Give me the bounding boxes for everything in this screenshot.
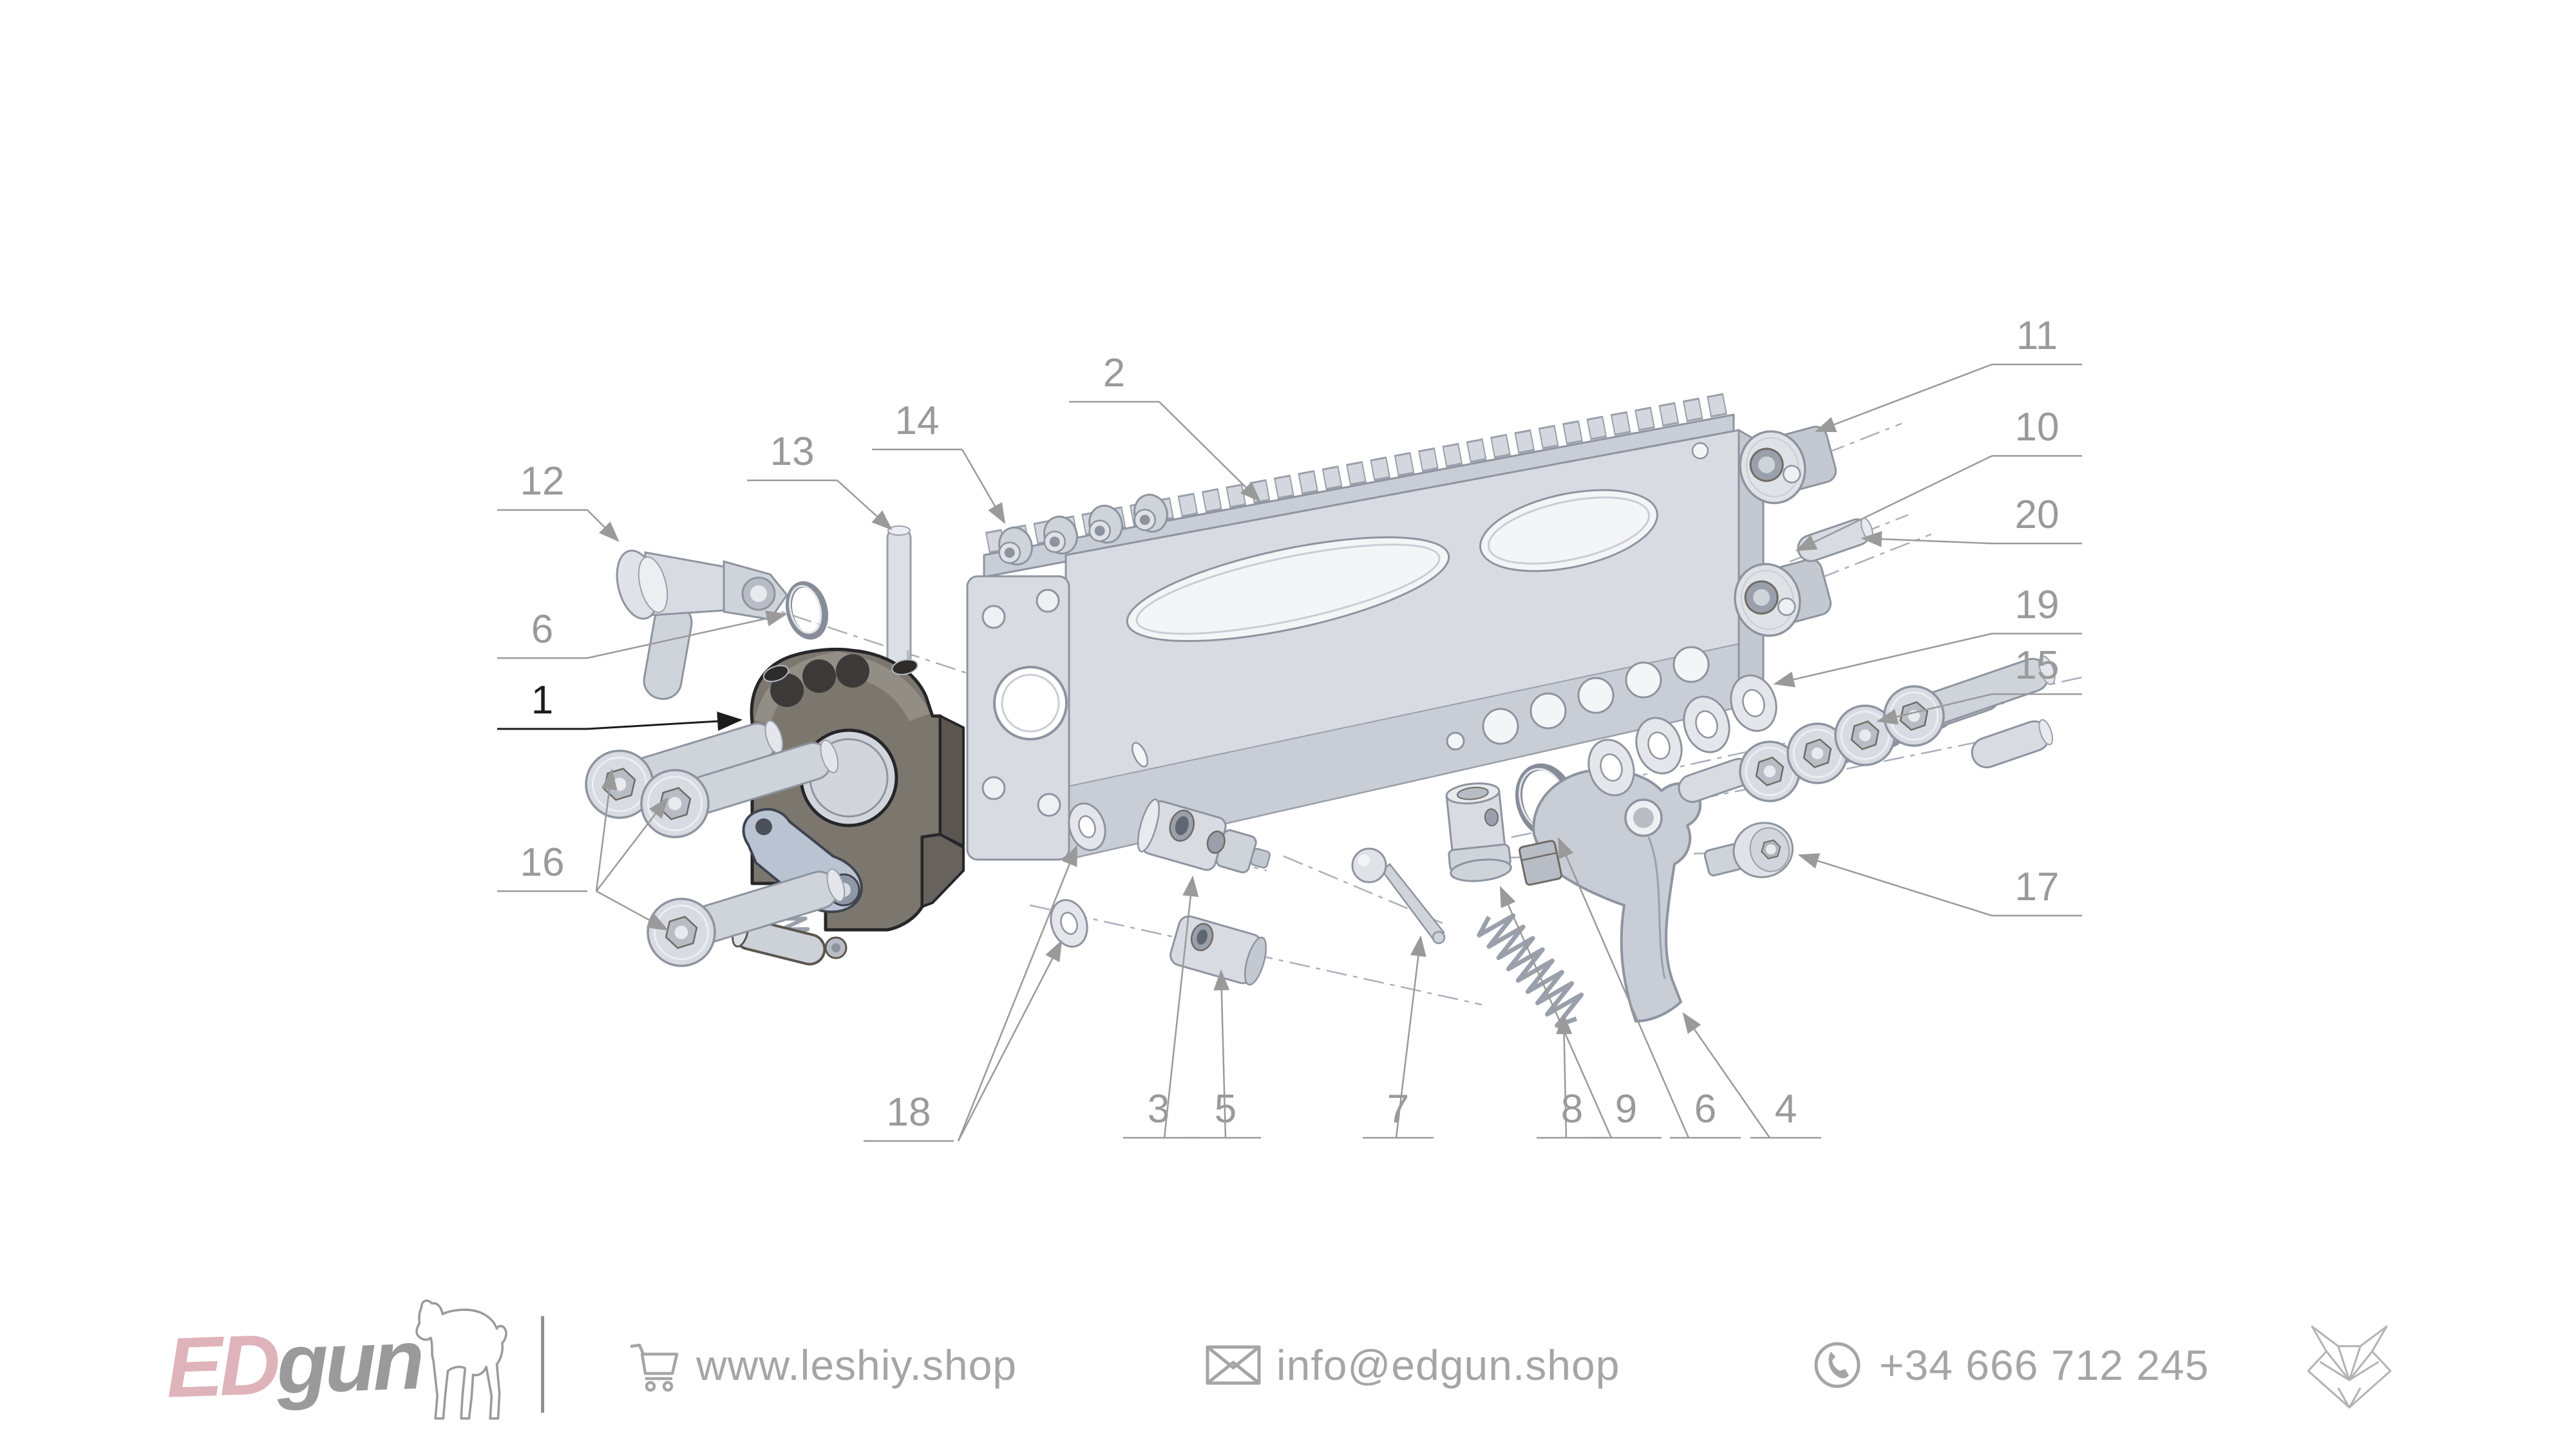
- part-number-label: 7: [1387, 1087, 1409, 1131]
- callout-3: 3: [1123, 875, 1199, 1139]
- logo-gun: gun: [274, 1312, 422, 1411]
- part-number-label: 6: [1694, 1087, 1716, 1131]
- callout-8: 8: [1537, 1013, 1607, 1139]
- footer-email[interactable]: info@edgun.shop: [1206, 1336, 1620, 1394]
- callout-1: 1: [497, 678, 743, 731]
- envelope-icon: [1206, 1345, 1261, 1385]
- callout-12: 12: [497, 459, 620, 542]
- edgun-logo: EDgun: [165, 1299, 508, 1421]
- callout-9: 9: [1499, 885, 1662, 1139]
- footer-website[interactable]: www.leshiy.shop: [628, 1336, 1017, 1394]
- callout-19: 19: [1773, 583, 2082, 688]
- button-14-d: [1133, 493, 1168, 533]
- part-number-label: 11: [2016, 314, 2058, 358]
- callout-13: 13: [747, 429, 893, 531]
- washer-19-b: [1635, 717, 1683, 775]
- callout-2: 2: [1069, 351, 1261, 502]
- part-guide-cylinder-9: [1445, 782, 1512, 882]
- part-number-label: 1: [531, 678, 553, 722]
- screw-15-d: [1883, 655, 2056, 747]
- part-button-screw-17: [1703, 822, 1794, 878]
- part-ball-rod-7: [1351, 847, 1446, 945]
- phone-text: +34 666 712 245: [1879, 1341, 2210, 1389]
- washer-19-d: [1730, 674, 1777, 732]
- part-number-label: 20: [2015, 493, 2060, 537]
- callout-5: 5: [1190, 969, 1261, 1139]
- footer-phone[interactable]: +34 666 712 245: [1811, 1336, 2209, 1394]
- button-14-c: [1088, 504, 1123, 544]
- part-plug-5: [1170, 915, 1267, 986]
- washer-19-c: [1683, 695, 1730, 753]
- part-number-label: 17: [2015, 865, 2060, 909]
- part-number-label: 16: [520, 840, 565, 885]
- callout-7: 7: [1363, 935, 1434, 1139]
- callout-10: 10: [1795, 405, 2082, 552]
- edgun-wordmark: EDgun: [165, 1312, 422, 1415]
- part-number-label: 6: [531, 607, 553, 652]
- washer-19-a: [1587, 739, 1635, 797]
- callout-18: 18: [864, 844, 1078, 1142]
- dowel-pin-right: [1971, 719, 2054, 769]
- logo-ed: ED: [164, 1316, 278, 1415]
- part-number-label: 18: [887, 1090, 931, 1135]
- part-number-label: 19: [2015, 583, 2060, 627]
- callout-11: 11: [1814, 314, 2082, 433]
- callout-16: 16: [497, 768, 669, 931]
- receiver-slot-cutouts: [1126, 489, 1658, 643]
- cart-icon: [630, 1343, 679, 1392]
- part-number-label: 5: [1215, 1087, 1236, 1131]
- part-oring-left: [785, 581, 829, 640]
- callout-15: 15: [1876, 643, 2082, 725]
- part-number-label: 2: [1103, 351, 1125, 395]
- hardware-group: [585, 426, 2056, 967]
- button-14-b: [1043, 515, 1078, 555]
- website-text: www.leshiy.shop: [696, 1341, 1017, 1389]
- pin-20: [1797, 517, 1873, 562]
- part-number-label: 3: [1148, 1087, 1170, 1131]
- part-bolt-handle: [616, 549, 788, 700]
- button-14-a: [998, 526, 1033, 566]
- part-number-label: 8: [1561, 1087, 1583, 1131]
- part-number-label: 14: [895, 399, 940, 443]
- wolf-logo-icon: [2307, 1325, 2392, 1409]
- part-number-label: 9: [1615, 1087, 1637, 1131]
- callout-6: 6: [497, 607, 788, 659]
- part-spring-8: [1477, 913, 1584, 1028]
- washer-18-a: [1068, 802, 1106, 851]
- part-number-label: 10: [2015, 405, 2060, 449]
- callout-14: 14: [872, 399, 1006, 525]
- part-number-label: 13: [770, 429, 815, 474]
- part-valve-body-3: [1137, 798, 1271, 874]
- bushing-11: [1739, 426, 1837, 504]
- edgun-dog-icon: [415, 1299, 507, 1420]
- part-number-label: 15: [2015, 643, 2060, 688]
- receiver-hole-row: [1446, 646, 1710, 751]
- part-number-label: 4: [1775, 1087, 1797, 1131]
- phone-icon: [1814, 1342, 1861, 1388]
- breech-finger-grooves: [770, 654, 869, 707]
- part-number-label: 12: [520, 459, 565, 504]
- washer-18-b: [1050, 899, 1088, 948]
- receiver-front-plate: [966, 442, 1709, 861]
- bushing-10: [1734, 558, 1832, 637]
- callout-17: 17: [1797, 853, 2082, 917]
- footer-divider: [541, 1316, 544, 1413]
- callout-20: 20: [1861, 493, 2082, 547]
- email-text: info@edgun.shop: [1276, 1341, 1620, 1389]
- callout-6: 6: [1557, 836, 1741, 1139]
- callout-4: 4: [1682, 1012, 1821, 1139]
